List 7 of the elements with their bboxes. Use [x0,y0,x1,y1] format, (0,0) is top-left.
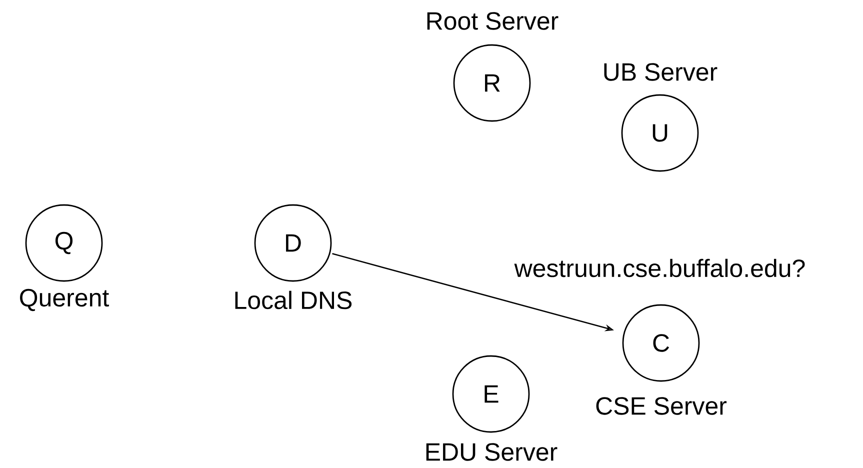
node-caption: CSE Server [596,397,727,415]
node-caption: EDU Server [426,443,558,461]
node-caption: UB Server [604,63,718,81]
node-caption: Local DNS [235,290,352,310]
node-caption: Querent [20,288,109,312]
node-caption: Root Server [427,12,558,30]
edge-label: westruun.cse.buffalo.edu? [514,258,805,278]
